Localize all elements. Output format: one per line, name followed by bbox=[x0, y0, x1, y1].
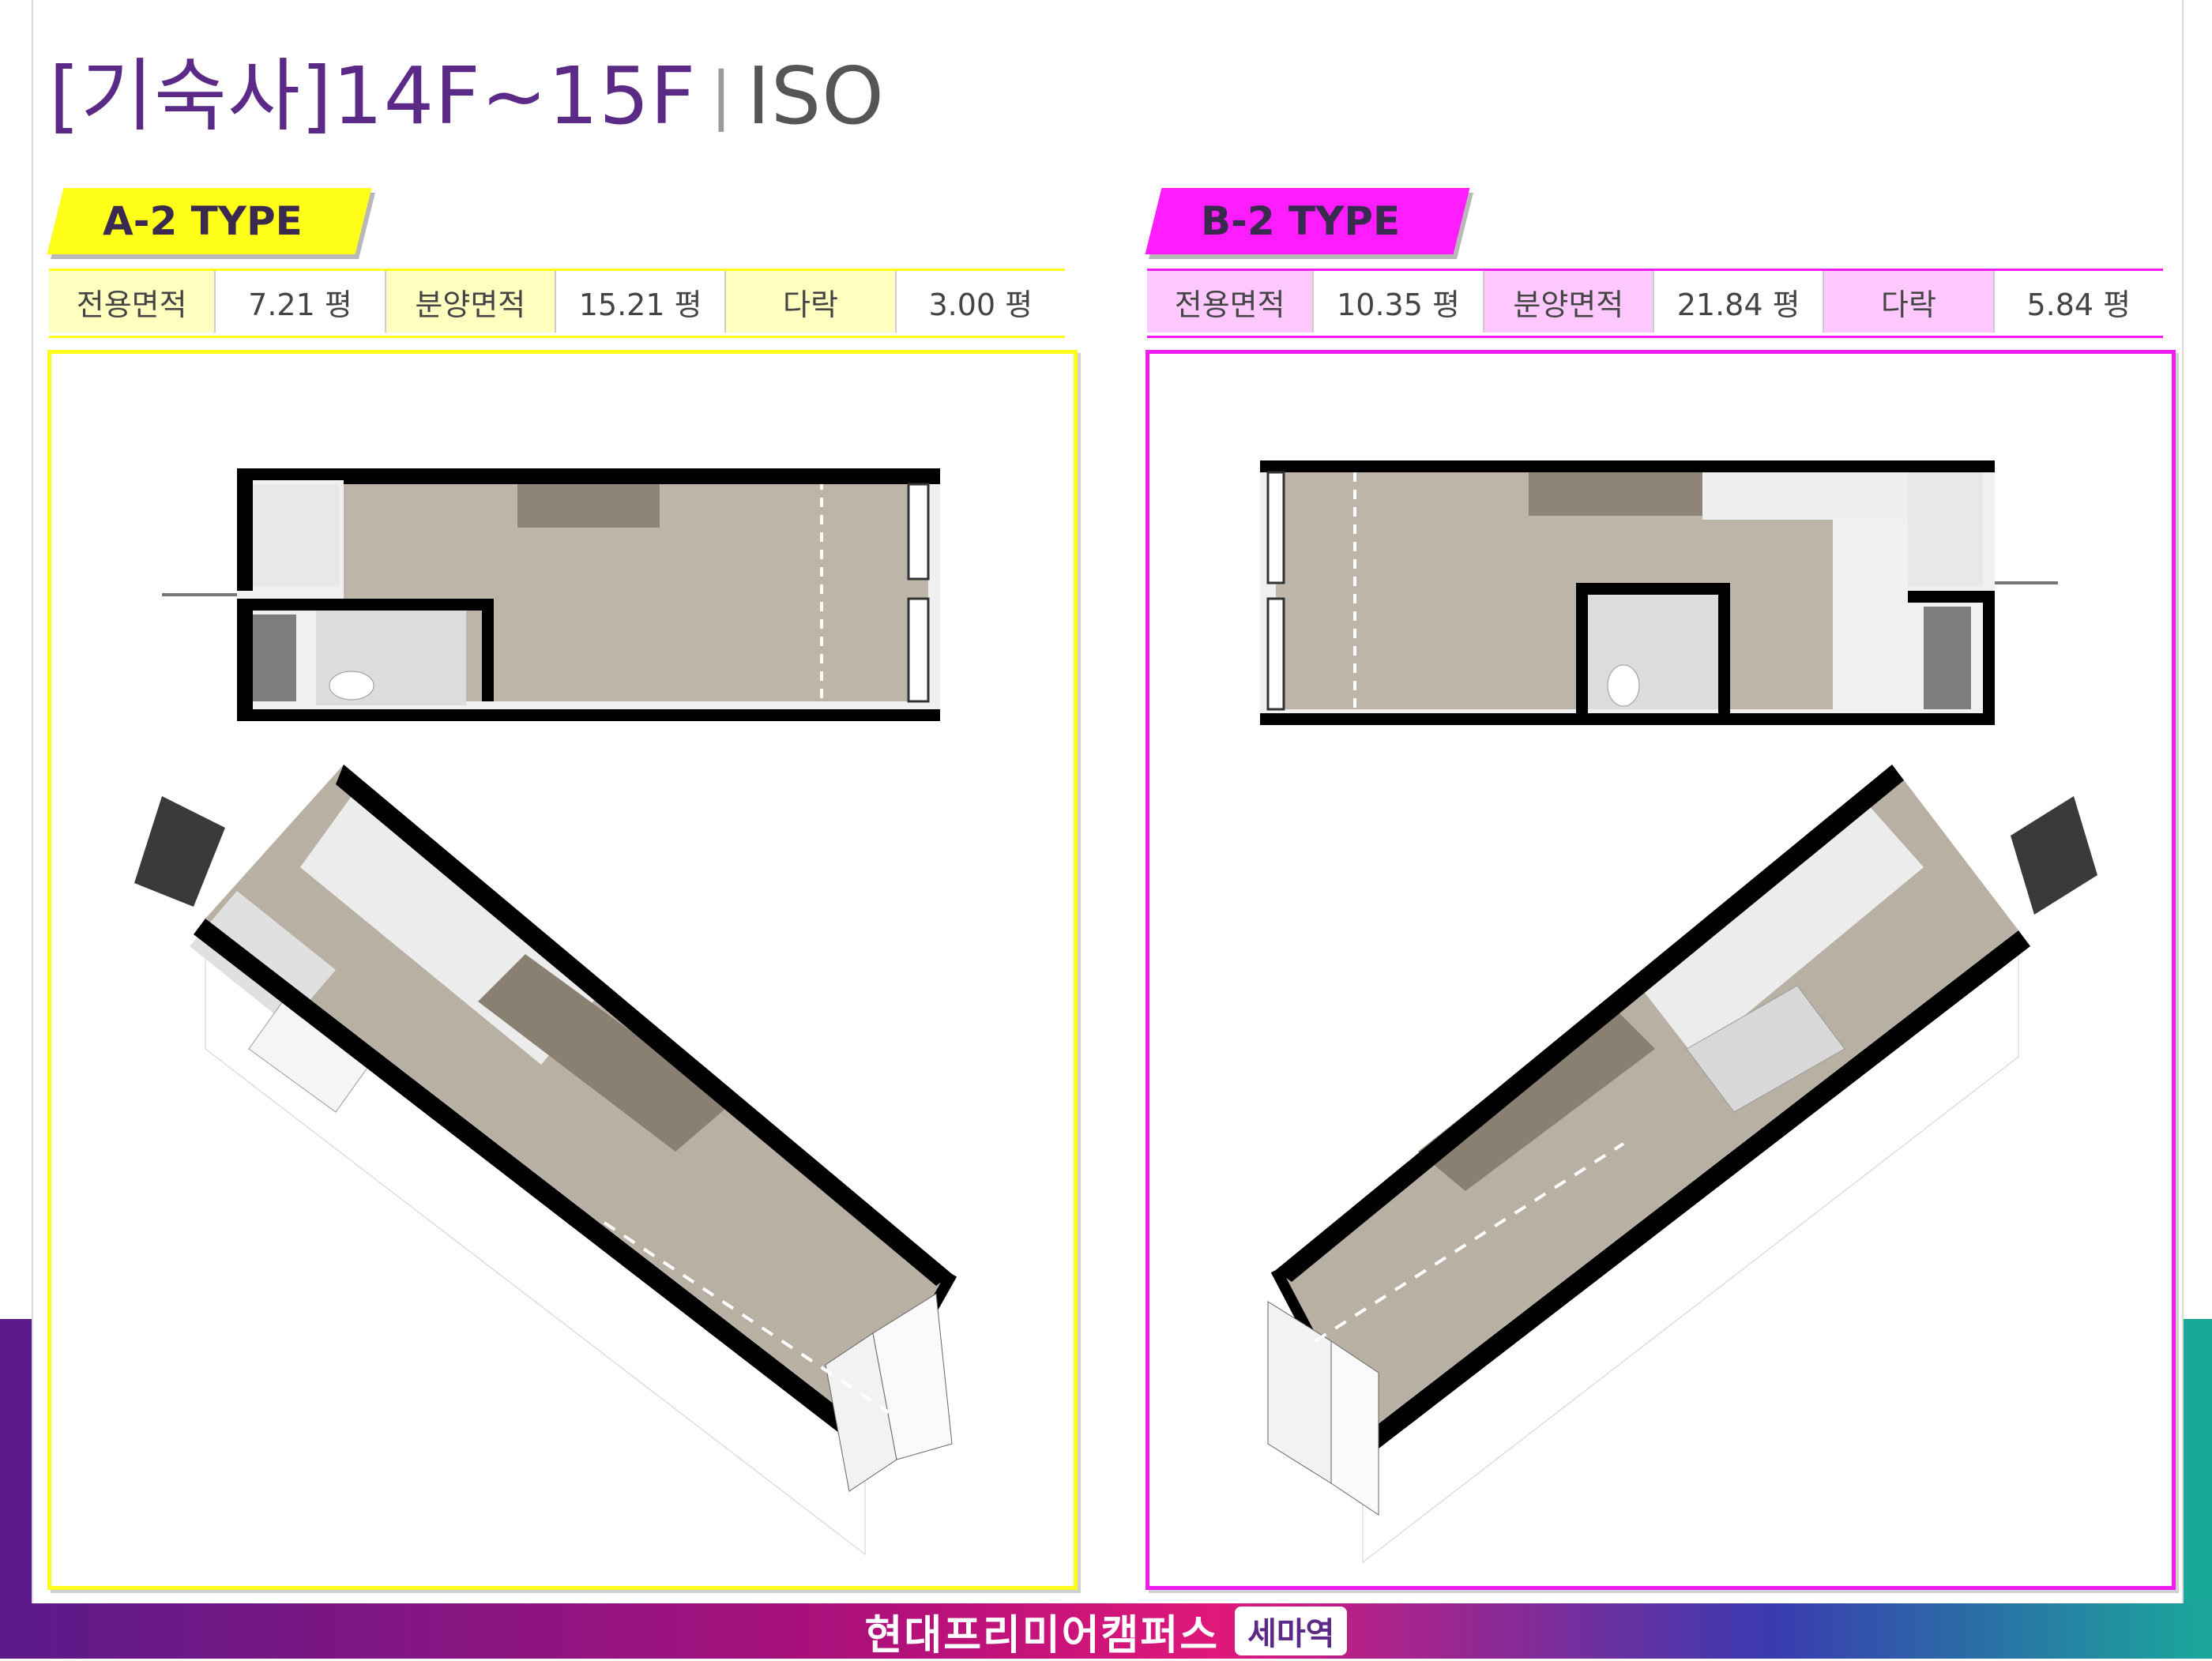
unit-b-floorplan-panel bbox=[1146, 350, 2176, 1590]
title-divider: | bbox=[710, 58, 733, 132]
area-value: 3.00 평 bbox=[928, 287, 1033, 322]
area-label: 전용면적 bbox=[1147, 271, 1315, 333]
unit-b-floorplan-drawing bbox=[1260, 460, 2097, 1564]
unit-a-type-tag: A-2 TYPE bbox=[47, 188, 372, 254]
area-value: 10.35 평 bbox=[1314, 271, 1484, 333]
footer: 현대프리미어캠퍼스 세마역 bbox=[0, 1603, 2212, 1659]
area-label: 다락 bbox=[1824, 271, 1995, 333]
footer-gradient-band bbox=[0, 1599, 2212, 1659]
unit-b-type-tag: B-2 TYPE bbox=[1145, 188, 1470, 254]
title-main: [기숙사]14F~15F bbox=[49, 50, 697, 142]
unit-a-isometric-view bbox=[134, 765, 957, 1556]
unit-a-floorplan-panel bbox=[47, 350, 1078, 1590]
unit-a-area-table: 전용면적 7.21 평 분양면적 15.21 평 다락 3.00 평 bbox=[49, 269, 1065, 338]
area-label: 분양면적 bbox=[386, 271, 556, 333]
area-value: 7.21 평 bbox=[216, 271, 386, 333]
area-value: 5.84 평 bbox=[2026, 287, 2131, 322]
unit-b-isometric-view bbox=[1267, 765, 2097, 1564]
area-value: 15.21 평 bbox=[556, 271, 727, 333]
unit-a-plan-view bbox=[162, 468, 940, 721]
page-title: [기숙사]14F~15F|ISO bbox=[49, 32, 885, 146]
area-label: 분양면적 bbox=[1484, 271, 1654, 333]
area-value: 21.84 평 bbox=[1654, 271, 1825, 333]
area-label: 다락 bbox=[726, 271, 897, 333]
area-label: 전용면적 bbox=[49, 271, 216, 333]
unit-b-plan-view bbox=[1260, 460, 2058, 725]
unit-b-area-table: 전용면적 10.35 평 분양면적 21.84 평 다락 5.84 평 bbox=[1147, 269, 2163, 338]
footer-station-badge: 세마역 bbox=[1235, 1607, 1348, 1655]
footer-brand: 현대프리미어캠퍼스 bbox=[864, 1611, 1220, 1659]
title-sub: ISO bbox=[747, 50, 885, 142]
unit-a-floorplan-drawing bbox=[134, 468, 957, 1556]
